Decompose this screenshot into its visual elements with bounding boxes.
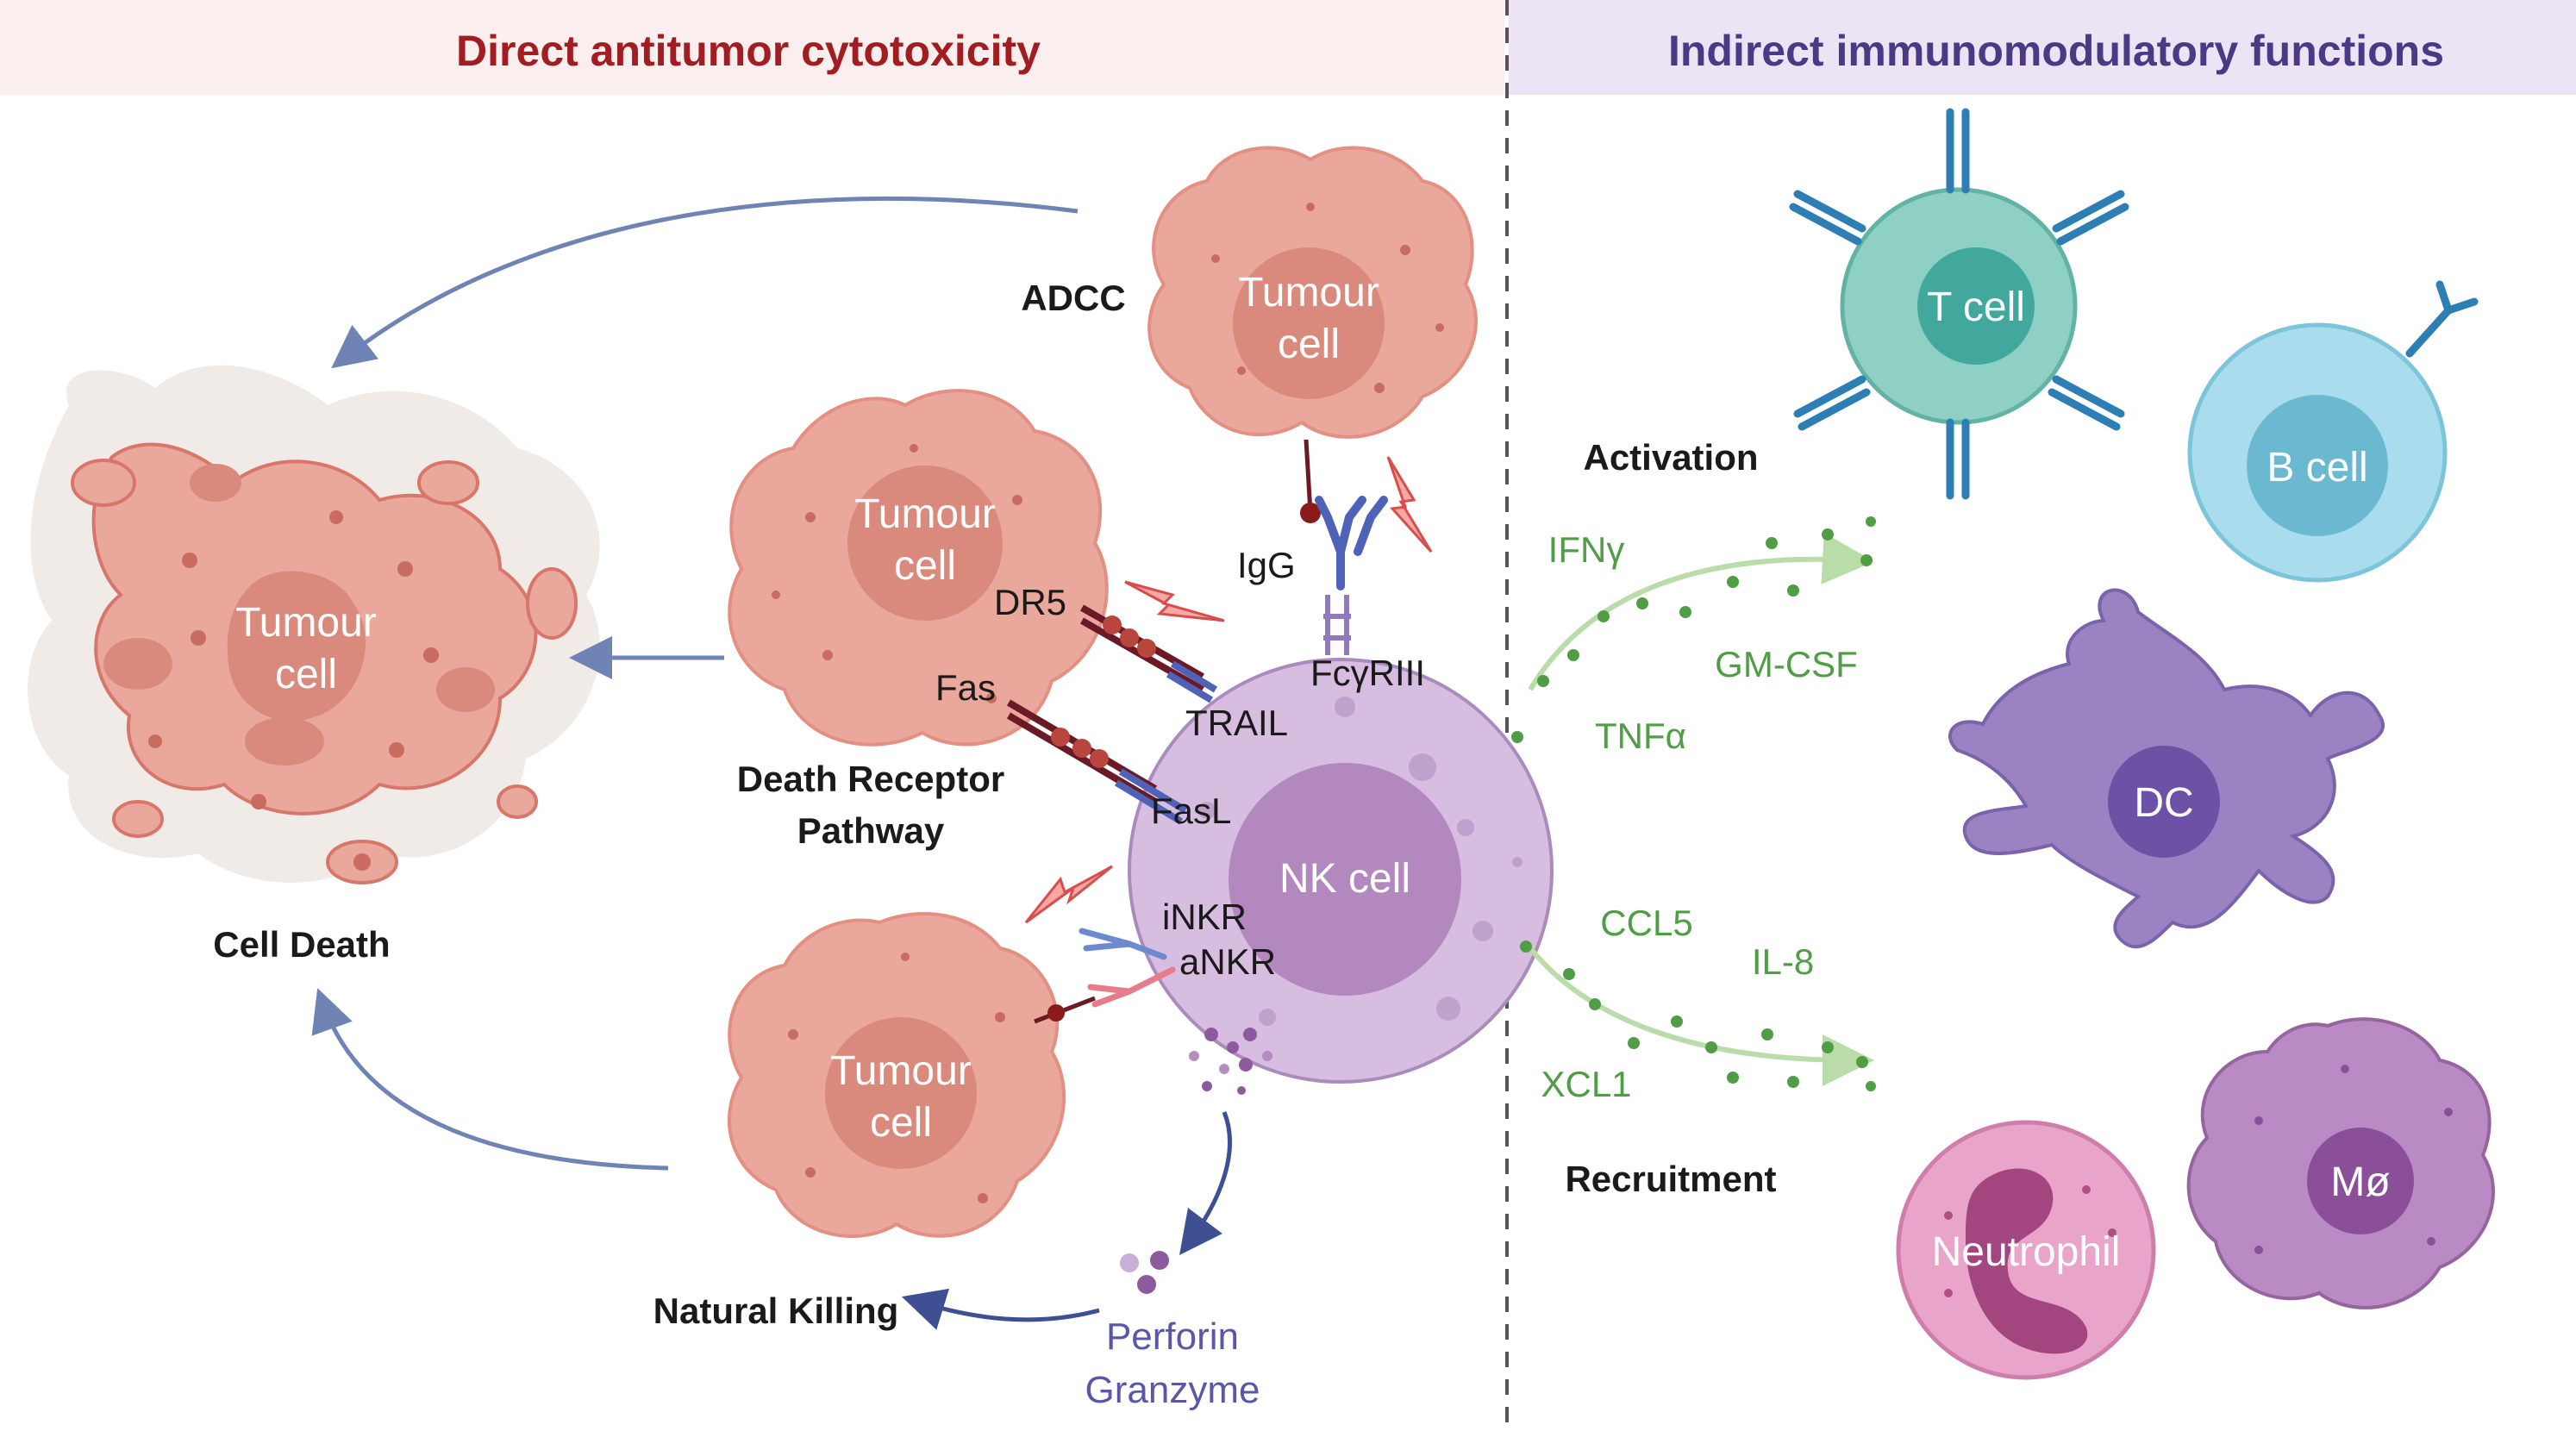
igg-antibody-icon (1300, 439, 1388, 591)
right-header-bar (1509, 0, 2576, 95)
dying-tumour-cell (28, 365, 600, 884)
adcc-label: ADCC (1021, 278, 1125, 318)
left-header-bar (0, 0, 1504, 95)
dead-cell-label-1: Tumour (235, 600, 377, 646)
adcc-tumour-cell (1147, 146, 1478, 439)
dr-tumour-label-1: Tumour (854, 491, 996, 537)
xcl1-label: XCL1 (1541, 1064, 1631, 1104)
trail-label: TRAIL (1185, 703, 1288, 743)
nk-tumour-label-1: Tumour (830, 1048, 972, 1094)
nkr-receptor-icon (1034, 928, 1176, 1024)
natural-killing-arrow-icon (311, 988, 669, 1171)
macrophage-label: Mø (2330, 1159, 2390, 1205)
dead-cell-label-2: cell (275, 652, 337, 697)
t-cell-label: T cell (1927, 284, 2025, 330)
macrophage-cell (2186, 1017, 2495, 1309)
b-cell (2187, 280, 2479, 583)
t-cell (1840, 187, 2078, 425)
left-header-title: Direct antitumor cytotoxicity (456, 27, 1041, 75)
nk-cell-label: NK cell (1279, 856, 1410, 902)
tnfa-label: TNFα (1595, 716, 1686, 756)
recruitment-arrow-icon (1528, 947, 1874, 1086)
dc-label: DC (2134, 780, 2193, 826)
igg-label: IgG (1237, 545, 1296, 585)
adcc-tumour-label-1: Tumour (1238, 270, 1379, 316)
granule-arrow-icon (1179, 1111, 1232, 1256)
granzyme-label: Granzyme (1085, 1369, 1260, 1411)
inkr-label: iNKR (1162, 897, 1247, 937)
ifng-label: IFNγ (1548, 529, 1625, 570)
lightning-icon (1124, 580, 1225, 622)
gmcsf-label: GM-CSF (1715, 644, 1858, 684)
b-cell-label: B cell (2267, 445, 2367, 491)
dr-tumour-cell (728, 389, 1109, 747)
perforin-arrow-icon (901, 1288, 1100, 1330)
t-cell-receptor-icons (1789, 108, 2129, 500)
lightning-icon (1386, 456, 1433, 553)
dr5-trail-receptor-icon (1080, 604, 1218, 703)
dendritic-cell (1948, 588, 2385, 949)
recruitment-cytokines (1520, 940, 1876, 1091)
il8-label: IL-8 (1752, 941, 1814, 982)
lightning-icon (1024, 865, 1113, 924)
fas-fasl-receptor-icon (1006, 699, 1188, 825)
activation-cytokines (1511, 516, 1876, 743)
fcyriii-receptor-icon (1323, 595, 1351, 655)
recruitment-label: Recruitment (1565, 1159, 1776, 1199)
neutrophil-label: Neutrophil (1932, 1229, 2121, 1275)
adcc-arrow-icon (331, 196, 1079, 369)
nk-target-tumour-cell (728, 912, 1066, 1238)
right-header-title: Indirect immunomodulatory functions (1668, 27, 2444, 75)
neutrophil-cell (1896, 1120, 2156, 1380)
death-receptor-label-2: Pathway (797, 810, 945, 851)
fasl-label: FasL (1151, 790, 1231, 831)
natural-killing-label: Natural Killing (653, 1290, 899, 1331)
activation-label: Activation (1583, 437, 1758, 478)
perforin-granules (1120, 1251, 1169, 1294)
dr5-label: DR5 (994, 582, 1066, 622)
dr-tumour-label-2: cell (894, 543, 956, 589)
activation-arrow-icon (1528, 533, 1874, 691)
perforin-label: Perforin (1106, 1315, 1239, 1358)
granule-cluster (1189, 1028, 1272, 1095)
adcc-tumour-label-2: cell (1278, 322, 1340, 367)
nk-tumour-label-2: cell (870, 1100, 932, 1146)
fcyriii-label: FcγRIII (1310, 653, 1425, 693)
nk-cell (1128, 658, 1554, 1084)
cell-death-label: Cell Death (213, 924, 390, 965)
ccl5-label: CCL5 (1600, 903, 1692, 943)
ankr-label: aNKR (1179, 941, 1276, 982)
fas-label: Fas (935, 667, 996, 708)
death-receptor-label-1: Death Receptor (737, 759, 1004, 799)
